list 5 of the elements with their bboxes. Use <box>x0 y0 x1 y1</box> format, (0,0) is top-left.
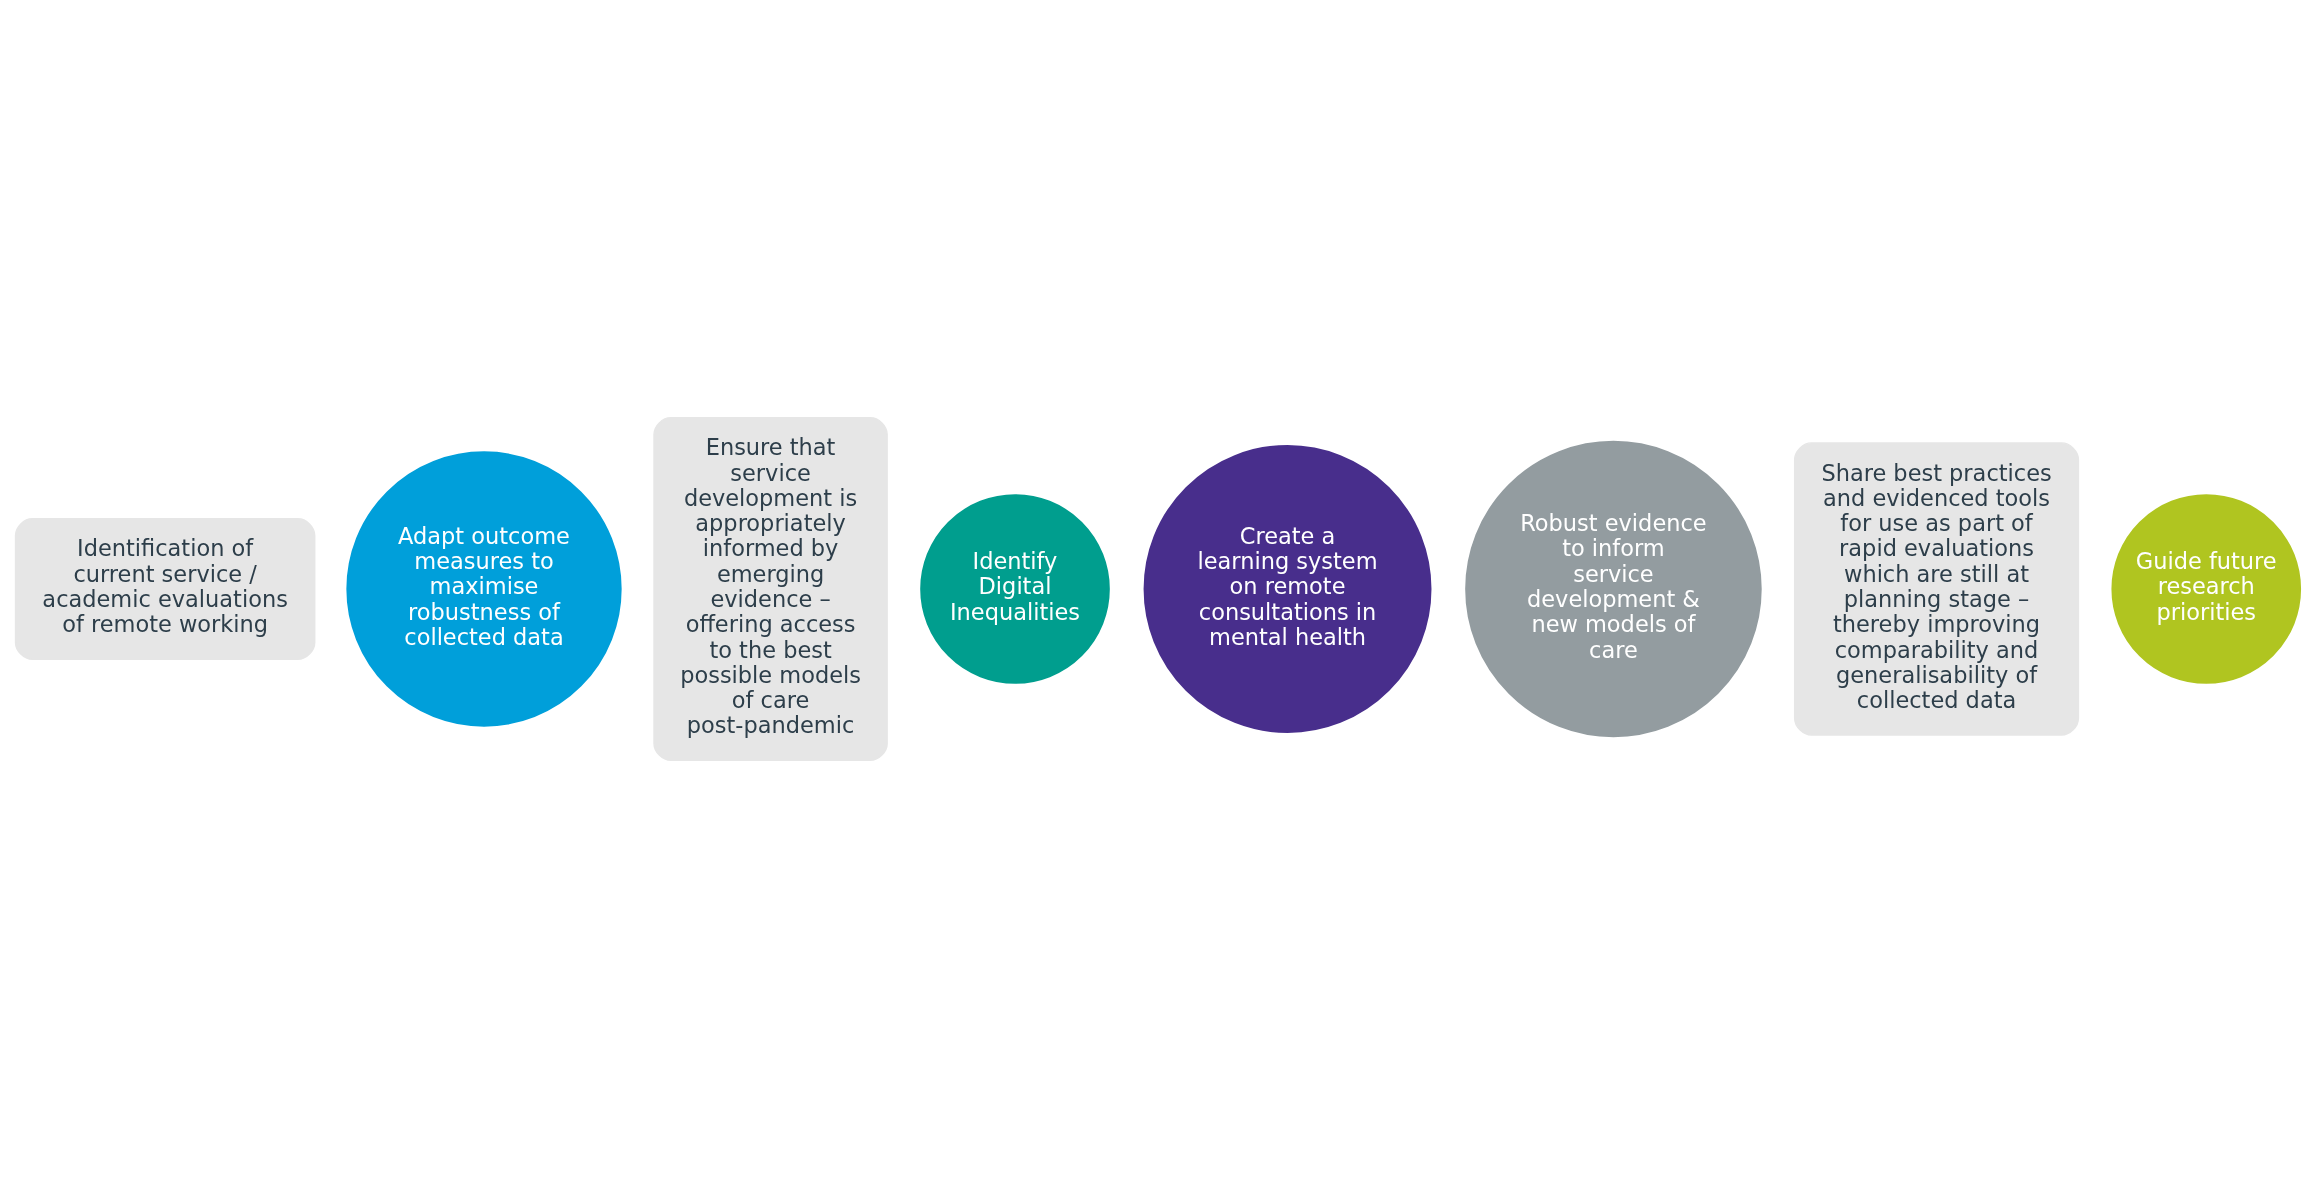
node-circle: Adapt outcome measures to maximise robustness of collected data <box>343 448 625 729</box>
node-circle: Robust evidence to inform service development & new models of care <box>1462 437 1765 740</box>
node-box: Ensure that service development is appropriately informed by emerging evidence – offering access to the best possible models of care post-pandemic <box>653 416 888 761</box>
node-box: Share best practices and evidenced tools for use as part of rapid evaluations which are still at planning stage – thereby improving comparability and generalisability of collected data <box>1793 441 2080 736</box>
node-box: Identification of current service / academic evaluations of remote working <box>14 517 316 660</box>
